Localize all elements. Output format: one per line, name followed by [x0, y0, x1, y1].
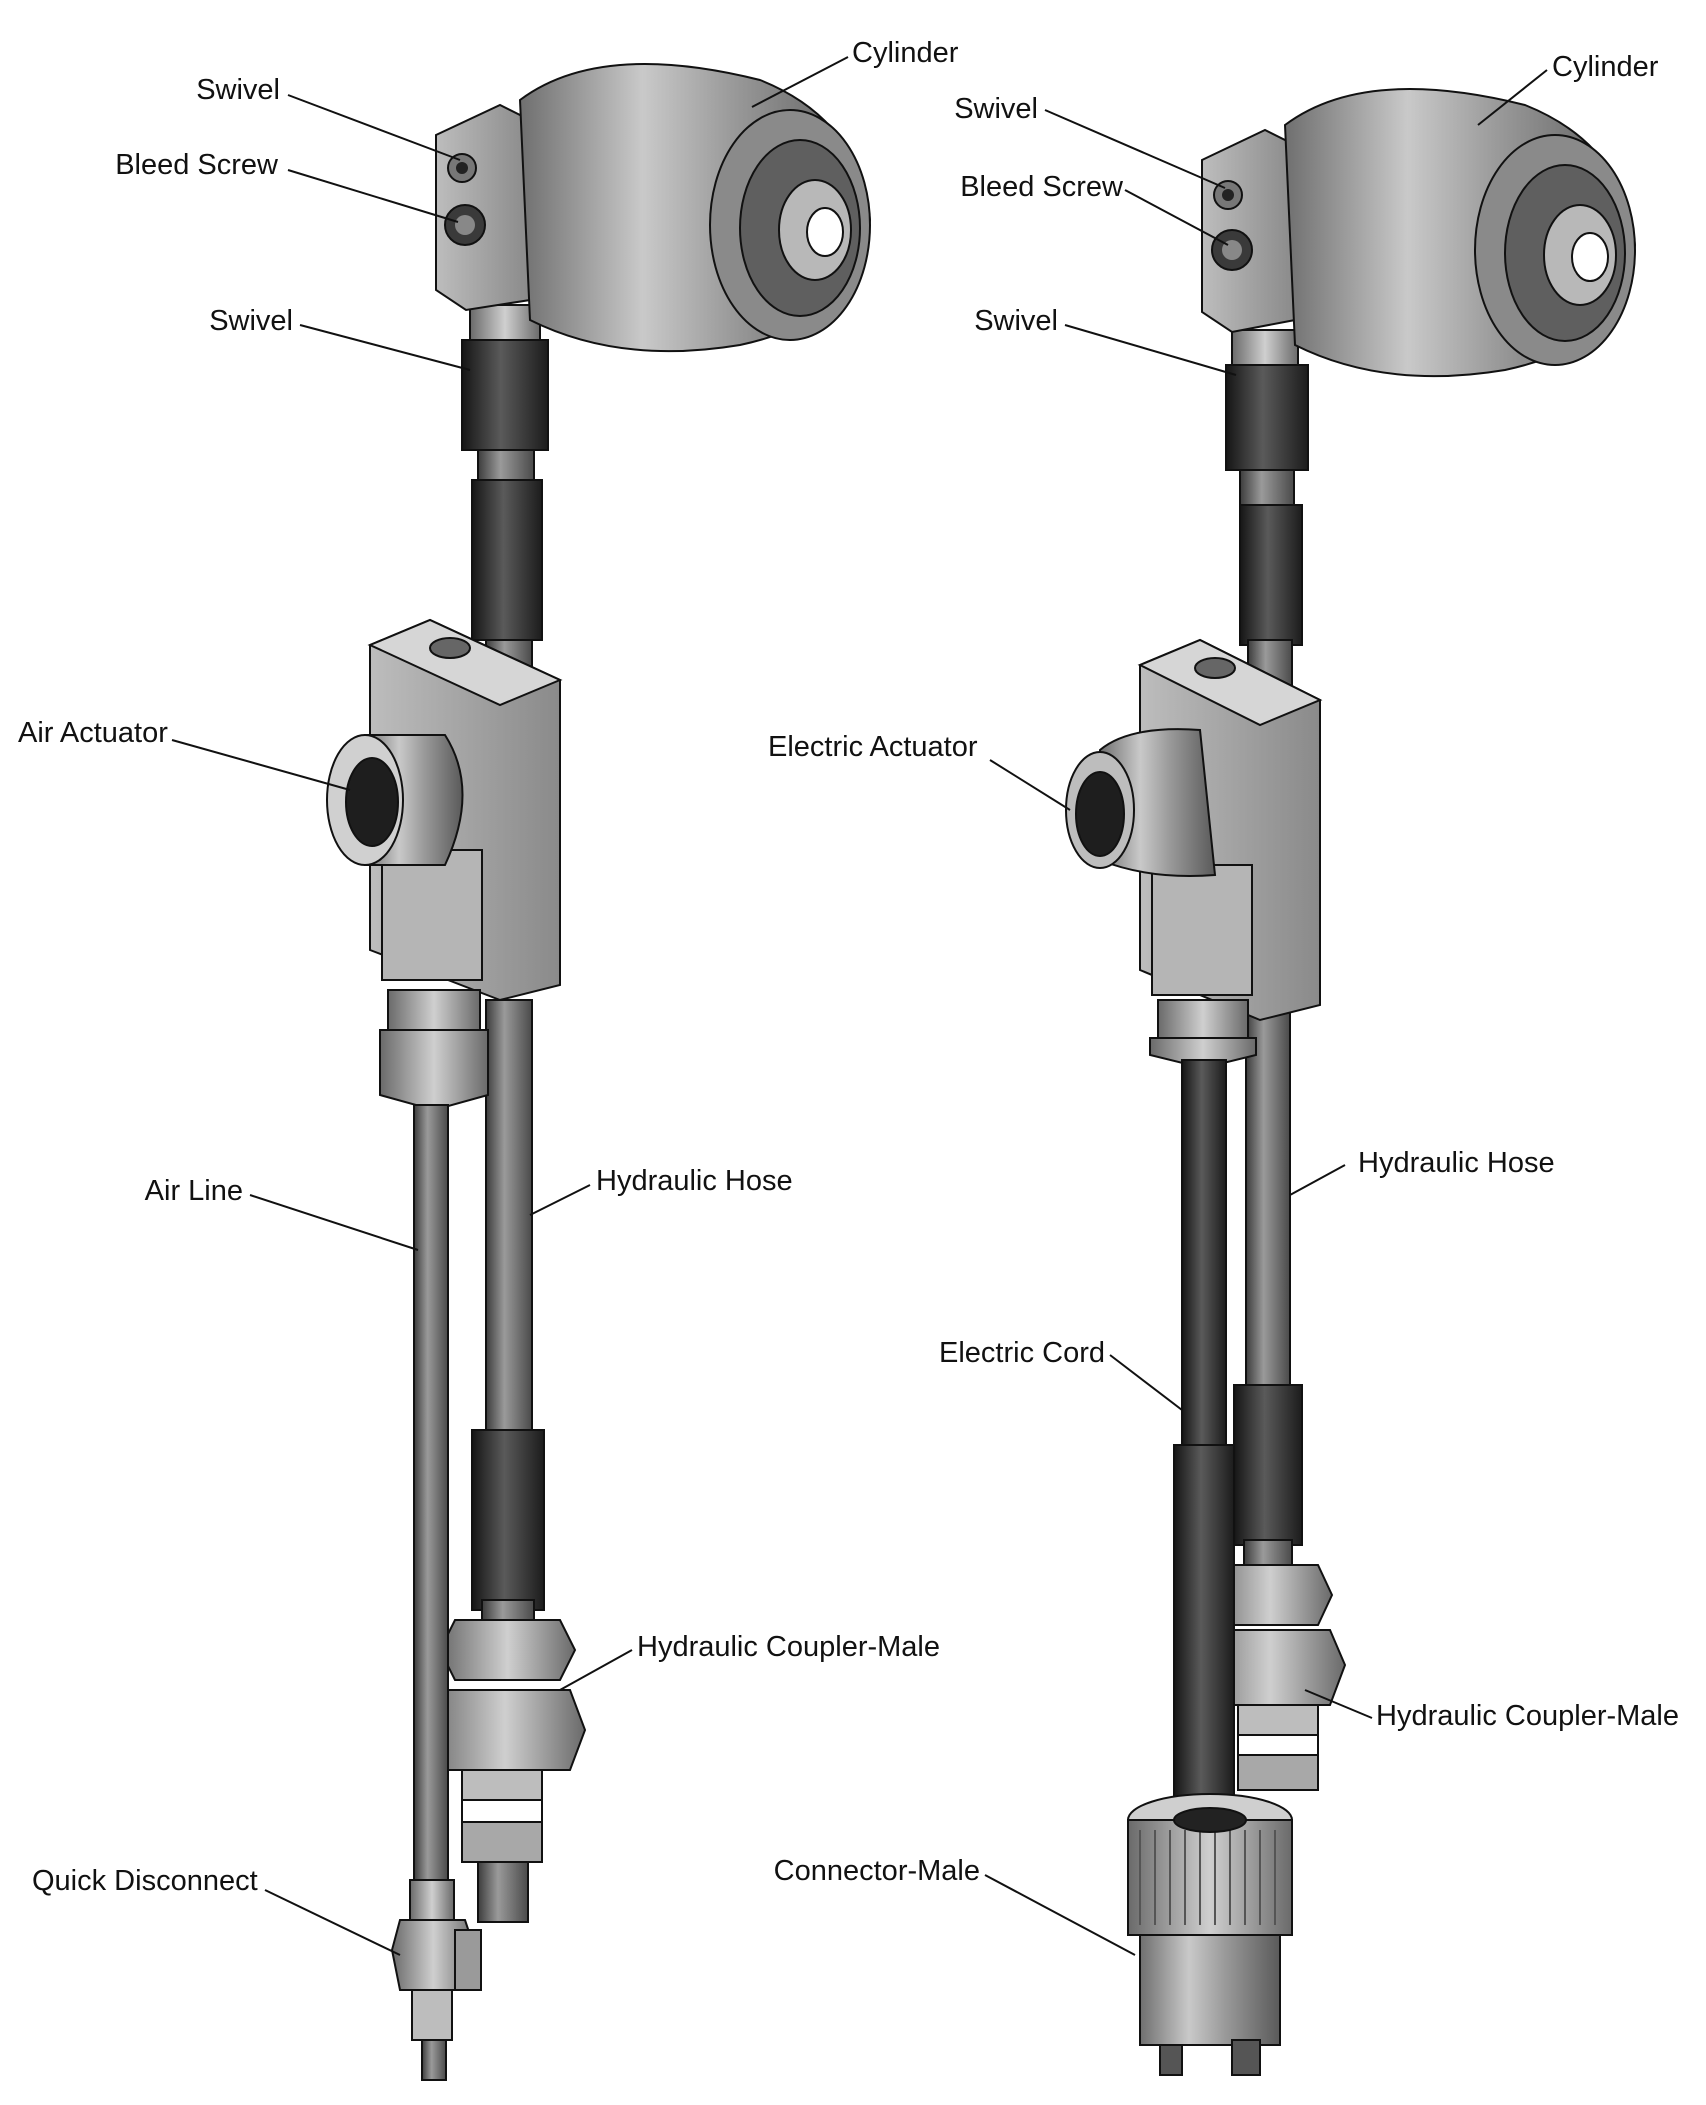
right-cylinder	[1283, 88, 1637, 378]
label-left-hydraulic-coupler-male: Hydraulic Coupler-Male	[637, 1631, 940, 1663]
label-left-hydraulic-hose: Hydraulic Hose	[596, 1165, 793, 1197]
label-right-hydraulic-hose: Hydraulic Hose	[1358, 1147, 1555, 1179]
right-electric-cord	[1149, 999, 1257, 1816]
leader-left-hydraulic-coupler	[559, 1649, 633, 1691]
label-right-electric-actuator: Electric Actuator	[768, 731, 978, 763]
leader-left-bleed-screw	[287, 169, 459, 223]
labels: Cylinder Swivel Bleed Screw Swivel Air A…	[18, 37, 1679, 1897]
leader-left-air-line	[249, 1194, 419, 1251]
leader-left-hydraulic-hose	[529, 1184, 591, 1216]
left-air-actuator	[326, 734, 464, 866]
leader-right-swivel-top	[1044, 109, 1226, 189]
leader-right-connector-male	[984, 1874, 1136, 1956]
left-hydraulic-hose	[471, 999, 545, 1631]
right-hydraulic-hose	[1233, 989, 1303, 1571]
right-swivel-lower	[1225, 329, 1309, 506]
leader-left-swivel-top	[287, 94, 461, 161]
left-actuator-block	[367, 618, 563, 1002]
left-hydraulic-coupler-male	[423, 1619, 587, 1923]
left-quick-disconnect	[390, 1879, 482, 2081]
label-right-electric-cord: Electric Cord	[939, 1337, 1105, 1369]
right-actuator-block	[1137, 638, 1323, 1022]
leader-left-quick-disconnect	[264, 1889, 401, 1956]
left-air-line	[379, 989, 489, 1896]
label-left-air-line: Air Line	[145, 1175, 243, 1207]
label-left-swivel-lower: Swivel	[209, 305, 293, 337]
label-right-hydraulic-coupler-male: Hydraulic Coupler-Male	[1376, 1700, 1679, 1732]
right-connector-male	[1127, 1793, 1293, 2076]
leader-right-electric-cord	[1109, 1354, 1183, 1411]
left-assembly	[326, 63, 872, 2081]
leader-right-hydraulic-coupler	[1304, 1689, 1373, 1719]
label-right-bleed-screw: Bleed Screw	[960, 171, 1124, 203]
leader-left-air-actuator	[171, 739, 351, 791]
leader-left-swivel-lower	[299, 324, 471, 371]
leader-right-electric-actuator	[989, 759, 1071, 811]
leader-left-cylinder	[751, 56, 849, 108]
label-right-swivel-top: Swivel	[954, 93, 1038, 125]
label-left-swivel-top: Swivel	[196, 74, 280, 106]
leader-lines	[171, 56, 1548, 1956]
leader-right-bleed-screw	[1124, 189, 1229, 246]
left-swivel-lower	[461, 304, 549, 481]
right-swivel-block	[1201, 128, 1296, 334]
label-left-cylinder: Cylinder	[852, 37, 959, 69]
leader-right-hydraulic-hose	[1289, 1164, 1346, 1196]
left-swivel-block	[435, 103, 531, 312]
label-left-air-actuator: Air Actuator	[18, 717, 168, 749]
label-left-bleed-screw: Bleed Screw	[115, 149, 279, 181]
right-assembly	[1065, 88, 1637, 2076]
label-left-quick-disconnect: Quick Disconnect	[32, 1865, 258, 1897]
label-right-cylinder: Cylinder	[1552, 51, 1659, 83]
leader-right-swivel-lower	[1064, 324, 1237, 376]
label-right-connector-male: Connector-Male	[774, 1855, 980, 1887]
label-right-swivel-lower: Swivel	[974, 305, 1058, 337]
right-electric-actuator	[1065, 728, 1217, 877]
left-cylinder	[518, 63, 872, 353]
leader-right-cylinder	[1477, 69, 1548, 126]
